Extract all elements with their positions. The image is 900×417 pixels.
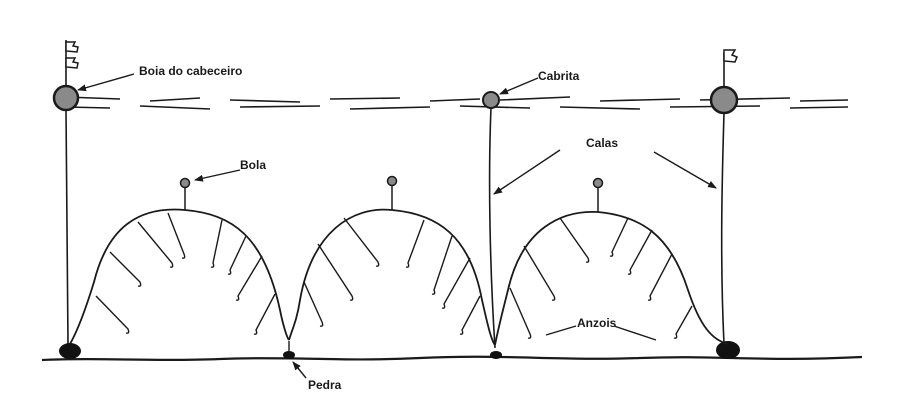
seabed <box>41 355 863 362</box>
floats <box>179 175 604 212</box>
flag-icon <box>723 49 738 63</box>
buoy-icon <box>709 85 739 115</box>
stone-weights <box>283 341 502 359</box>
dropline-left <box>65 109 69 345</box>
branch-lines-with-hooks <box>95 212 693 339</box>
cabrita-label: Cabrita <box>538 69 580 83</box>
dropline-right <box>720 112 725 345</box>
head-buoy-right <box>709 49 740 359</box>
anchor-weight-icon <box>490 351 502 359</box>
hooks-label: Anzois <box>577 316 617 330</box>
head-buoy-left <box>52 40 81 359</box>
labels: Boia do cabeceiro Cabrita Bola Calas Anz… <box>139 64 618 392</box>
buoy-icon <box>52 84 80 112</box>
float-icon <box>179 177 191 189</box>
float-label: Bola <box>240 158 266 172</box>
anchor-weight-icon <box>716 341 740 359</box>
label-arrows <box>77 73 717 379</box>
buoy-icon <box>482 91 500 109</box>
float-icon <box>592 177 604 189</box>
float-icon <box>386 175 398 187</box>
mainline <box>69 208 729 346</box>
stone-label: Pedra <box>308 378 342 392</box>
anchor-weight-icon <box>283 351 295 359</box>
cabrita-buoy <box>482 91 500 349</box>
anchor-weight-icon <box>59 343 81 359</box>
droplines-label: Calas <box>586 136 618 150</box>
dropline-middle <box>488 107 496 349</box>
head-buoy-label: Boia do cabeceiro <box>139 64 242 78</box>
flag-icon <box>65 41 79 69</box>
